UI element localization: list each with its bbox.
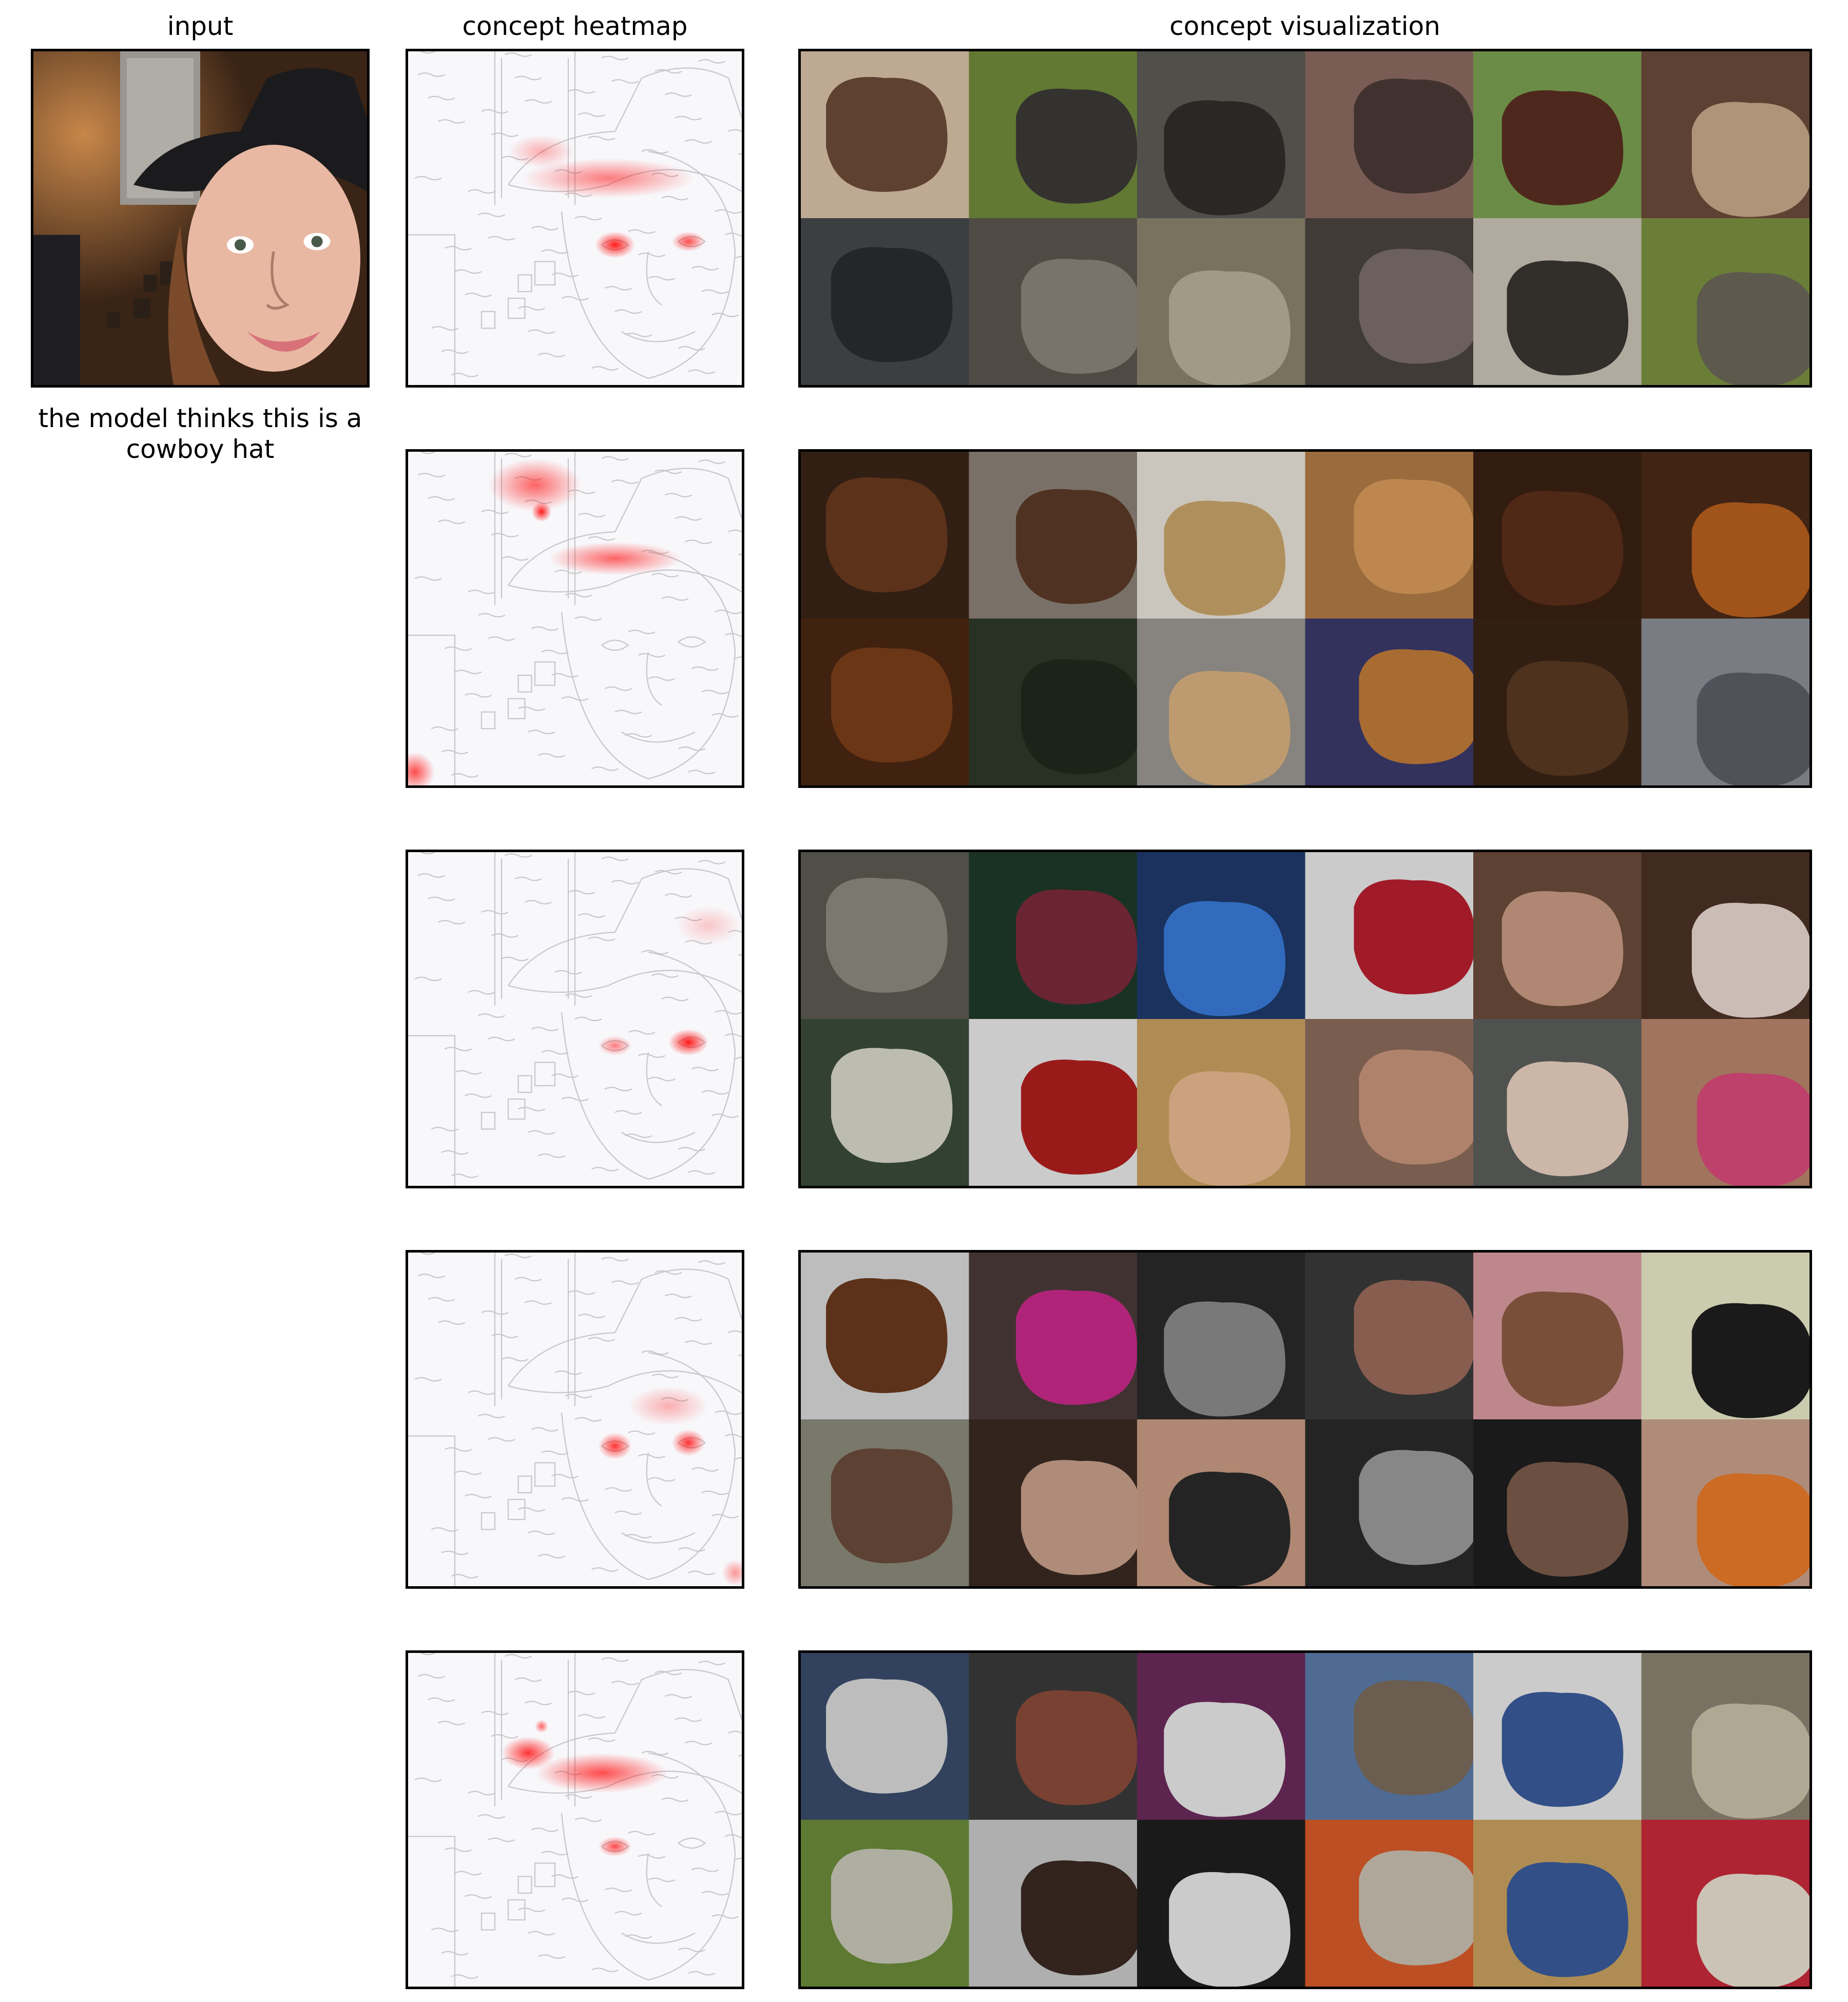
heat-spot <box>508 134 575 168</box>
concept-tile <box>801 1653 969 1820</box>
concept-tile <box>969 1253 1138 1419</box>
concept-heatmap-4 <box>406 1250 744 1589</box>
heat-spot <box>598 1836 632 1857</box>
concept-tile <box>1137 1419 1305 1586</box>
concept-tile <box>1137 1820 1305 1987</box>
concept-visualization-5 <box>798 1650 1812 1989</box>
heat-spot <box>598 1035 632 1056</box>
concept-tile <box>1473 619 1642 785</box>
concept-tile <box>969 1653 1138 1820</box>
concept-tile <box>969 1820 1143 1987</box>
concept-heatmap-5 <box>406 1650 744 1989</box>
heat-spot <box>488 458 582 512</box>
concept-tile <box>1641 452 1810 619</box>
concept-tile <box>1473 218 1642 385</box>
heat-spot <box>675 906 742 946</box>
concept-tile <box>1305 852 1476 1019</box>
concept-visualization-2 <box>798 449 1812 788</box>
concept-tile <box>1137 619 1305 785</box>
concept-tile <box>1137 1253 1305 1419</box>
concept-tile <box>969 619 1143 785</box>
concept-tile <box>1137 452 1305 619</box>
concept-tile <box>1137 1019 1305 1186</box>
concept-tile <box>969 852 1138 1019</box>
concept-tile <box>1641 51 1810 218</box>
concept-tile <box>1641 1019 1810 1186</box>
concept-visualization-3 <box>798 850 1812 1188</box>
concept-tile <box>1641 619 1810 785</box>
column-title-heatmap: concept heatmap <box>462 11 688 41</box>
concept-tile <box>1473 1820 1642 1987</box>
concept-tile <box>1473 1419 1642 1586</box>
heat-spot <box>668 1029 708 1056</box>
heat-spot <box>502 1736 555 1770</box>
concept-tile <box>1305 1019 1480 1186</box>
concept-heatmap-1 <box>406 49 744 388</box>
concept-tile <box>801 1820 969 1987</box>
concept-tile <box>1137 218 1305 385</box>
concept-tile <box>1137 852 1305 1019</box>
concept-tile <box>1137 1653 1305 1820</box>
concept-tile <box>1305 218 1480 385</box>
concept-tile <box>801 51 969 218</box>
heat-spot <box>548 542 682 575</box>
concept-heatmap-2 <box>406 449 744 788</box>
concept-tile <box>1473 852 1642 1019</box>
prediction-caption: the model thinks this is a cowboy hat <box>38 403 362 464</box>
concept-tile <box>1305 1253 1476 1419</box>
concept-tile <box>969 51 1138 218</box>
concept-tile <box>1473 51 1642 218</box>
concept-tile <box>1305 452 1476 619</box>
heat-spot <box>671 1429 705 1456</box>
concept-tile <box>1305 51 1476 218</box>
concept-tile <box>1641 1653 1810 1820</box>
concept-tile <box>969 452 1138 619</box>
heat-spot <box>628 1386 708 1426</box>
concept-heatmap-3 <box>406 850 744 1188</box>
concept-tile <box>801 852 969 1019</box>
concept-tile <box>969 1419 1143 1586</box>
concept-tile <box>1641 1419 1810 1586</box>
heat-spot <box>522 158 695 198</box>
heat-spot <box>535 1753 668 1793</box>
concept-visualization-4 <box>798 1250 1812 1589</box>
concept-tile <box>1641 1253 1810 1419</box>
column-title-visualization: concept visualization <box>1169 11 1440 41</box>
concept-tile <box>1305 619 1480 785</box>
concept-tile <box>1137 51 1305 218</box>
concept-tile <box>1305 1419 1480 1586</box>
concept-tile <box>1305 1820 1480 1987</box>
input-image <box>31 49 370 388</box>
concept-tile <box>801 218 969 385</box>
concept-tile <box>1641 852 1810 1019</box>
heat-spot <box>598 1433 632 1459</box>
concept-visualization-1 <box>798 49 1812 388</box>
concept-tile <box>1641 218 1810 385</box>
concept-tile <box>801 1419 969 1586</box>
column-title-input: input <box>167 11 234 41</box>
heat-spot <box>408 752 435 785</box>
concept-tile <box>969 218 1143 385</box>
concept-tile <box>801 1019 969 1186</box>
heat-spot <box>595 232 635 258</box>
concept-tile <box>1641 1820 1810 1987</box>
concept-tile <box>1305 1653 1476 1820</box>
concept-tile <box>1473 452 1642 619</box>
input-photo <box>33 51 367 385</box>
heat-spot <box>535 1720 548 1733</box>
heat-spot <box>722 1560 742 1586</box>
concept-tile <box>801 1253 969 1419</box>
heat-spot <box>671 232 705 252</box>
concept-tile <box>1473 1019 1642 1186</box>
concept-tile <box>1473 1653 1642 1820</box>
concept-tile <box>969 1019 1143 1186</box>
concept-tile <box>1473 1253 1642 1419</box>
concept-tile <box>801 619 969 785</box>
concept-tile <box>801 452 969 619</box>
heat-spot <box>531 502 552 522</box>
